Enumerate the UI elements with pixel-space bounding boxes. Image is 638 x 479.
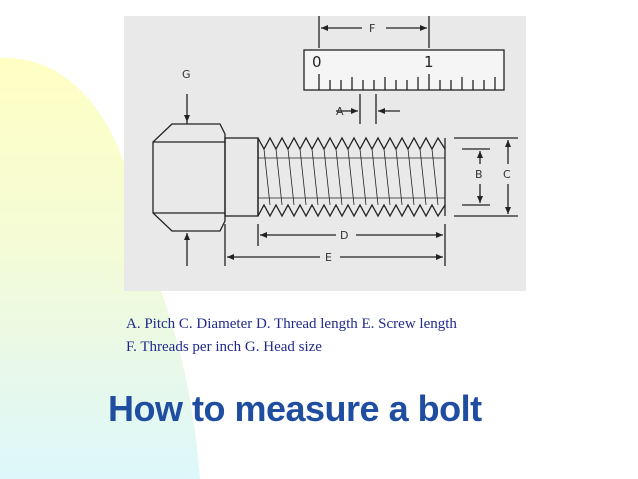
ruler [303, 49, 505, 91]
bolt-head [152, 123, 226, 232]
bolt-shank [224, 137, 259, 217]
ruler-label-1: 1 [424, 53, 434, 71]
bolt-diagram: 0 1 F A B C D E G [124, 16, 526, 291]
label-b: B [475, 168, 483, 181]
caption-line-1: A. Pitch C. Diameter D. Thread length E.… [126, 316, 457, 332]
label-e: E [325, 251, 332, 264]
label-a: A [336, 105, 344, 118]
ruler-label-0: 0 [312, 53, 322, 71]
bottom-threads [257, 203, 446, 218]
caption-line-2: F. Threads per inch G. Head size [126, 339, 322, 355]
label-c: C [503, 168, 511, 181]
label-g: G [182, 68, 191, 81]
background-accent-shape [0, 57, 200, 479]
label-d: D [340, 229, 348, 242]
ruler-ticks [318, 74, 496, 90]
bolt-drawing: 0 1 F A B C D E G [152, 16, 518, 266]
slide-title: How to measure a bolt [108, 388, 482, 429]
top-threads [257, 136, 446, 151]
label-f: F [369, 22, 375, 35]
legend-caption: A. Pitch C. Diameter D. Thread length E.… [126, 313, 596, 359]
